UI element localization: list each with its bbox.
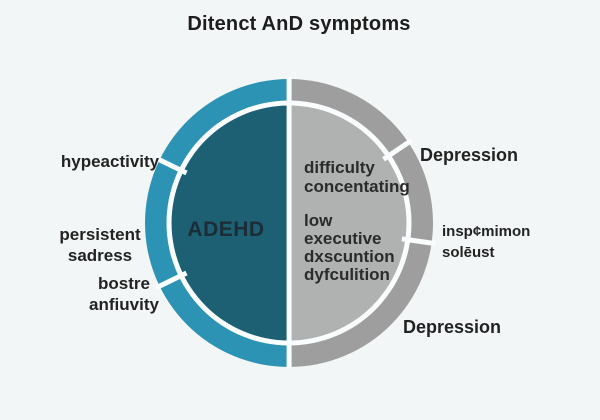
ring-segment-gap-right xyxy=(401,236,436,247)
left-callout-bostre-line-2: anfiuvity xyxy=(89,295,159,314)
left-callout-persistent-line-2: sadress xyxy=(68,246,132,265)
right-callout-depression-top: Depression xyxy=(420,145,518,165)
right-callout-middle-line-1: insp¢mimon xyxy=(442,223,530,240)
ring-segment-gap-upper-right xyxy=(382,138,414,162)
right-inner-line-4: executive xyxy=(304,229,382,248)
left-callout-hypeactivity: hypeactivity xyxy=(61,152,160,171)
page-title: Ditenct AnD symptoms xyxy=(187,13,410,35)
left-inner-half xyxy=(171,105,289,341)
right-inner-line-2: concentating xyxy=(304,177,410,196)
right-inner-line-6: dyfculition xyxy=(304,265,390,284)
left-callout-bostre-line-1: bostre xyxy=(98,274,150,293)
right-inner-line-3: low xyxy=(304,211,333,230)
ring-segment-gap-upper-left xyxy=(154,155,188,176)
right-inner-half xyxy=(289,105,407,341)
right-callout-depression-bottom: Depression xyxy=(403,317,501,337)
left-callout-persistent-line-1: persistent xyxy=(59,225,141,244)
left-half-center-label: ADEHD xyxy=(187,218,264,241)
center-divider xyxy=(286,77,292,369)
right-inner-line-1: difficulty xyxy=(304,158,375,177)
ring-segment-gap-lower-left xyxy=(154,270,188,291)
right-inner-line-5: dxscuntion xyxy=(304,247,395,266)
right-callout-middle-line-2: solēust xyxy=(442,244,495,261)
